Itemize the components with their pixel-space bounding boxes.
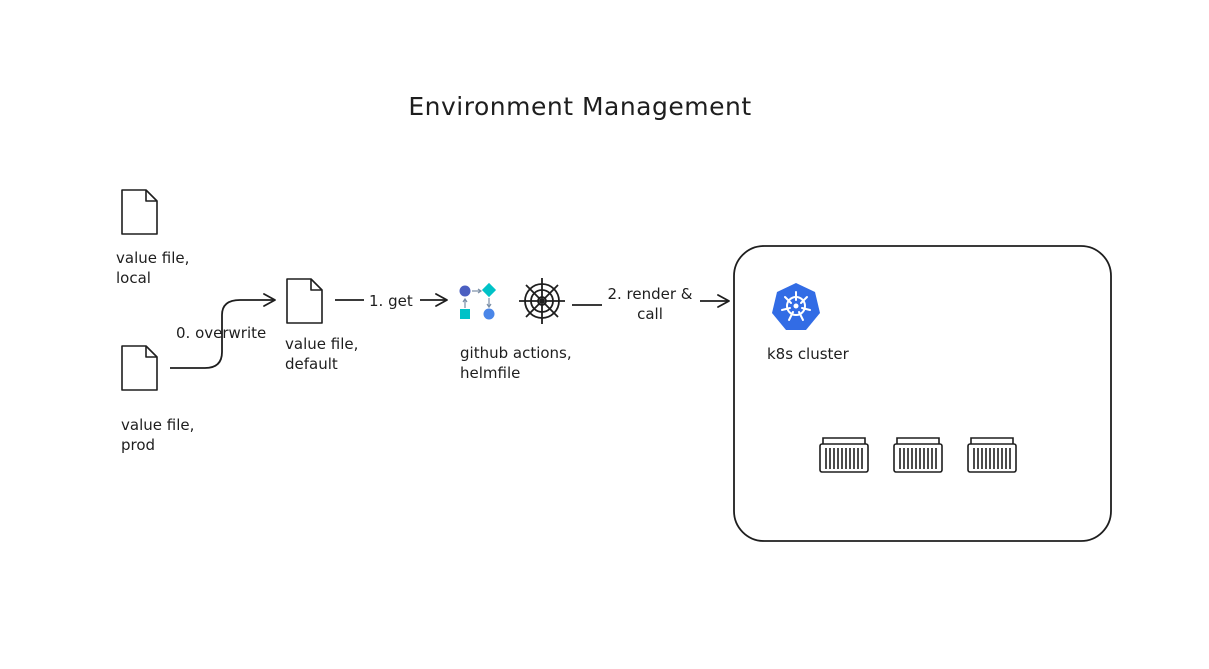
k8s-cluster-frame	[733, 245, 1112, 542]
document-icon-local	[121, 189, 158, 235]
container-icon	[819, 437, 869, 473]
edge-label-render: 2. render & call	[607, 285, 693, 323]
edge-label-get: 1. get	[369, 292, 413, 310]
node-label-prod: value file, prod	[121, 416, 195, 454]
container-icon	[893, 437, 943, 473]
edge-label-overwrite: 0. overwrite	[176, 324, 267, 342]
node-label-ci: github actions, helmfile	[460, 344, 572, 382]
github-actions-icon	[459, 282, 497, 320]
document-icon-default	[286, 278, 323, 324]
diagram-title: Environment Management	[408, 92, 752, 121]
document-icon-prod	[121, 345, 158, 391]
edge-overwrite	[170, 293, 276, 369]
container-icon	[967, 437, 1017, 473]
node-label-default: value file, default	[285, 335, 359, 373]
node-label-local: value file, local	[116, 249, 190, 287]
kubernetes-icon	[772, 283, 820, 330]
helm-icon	[519, 278, 565, 324]
node-label-cluster: k8s cluster	[767, 345, 849, 363]
